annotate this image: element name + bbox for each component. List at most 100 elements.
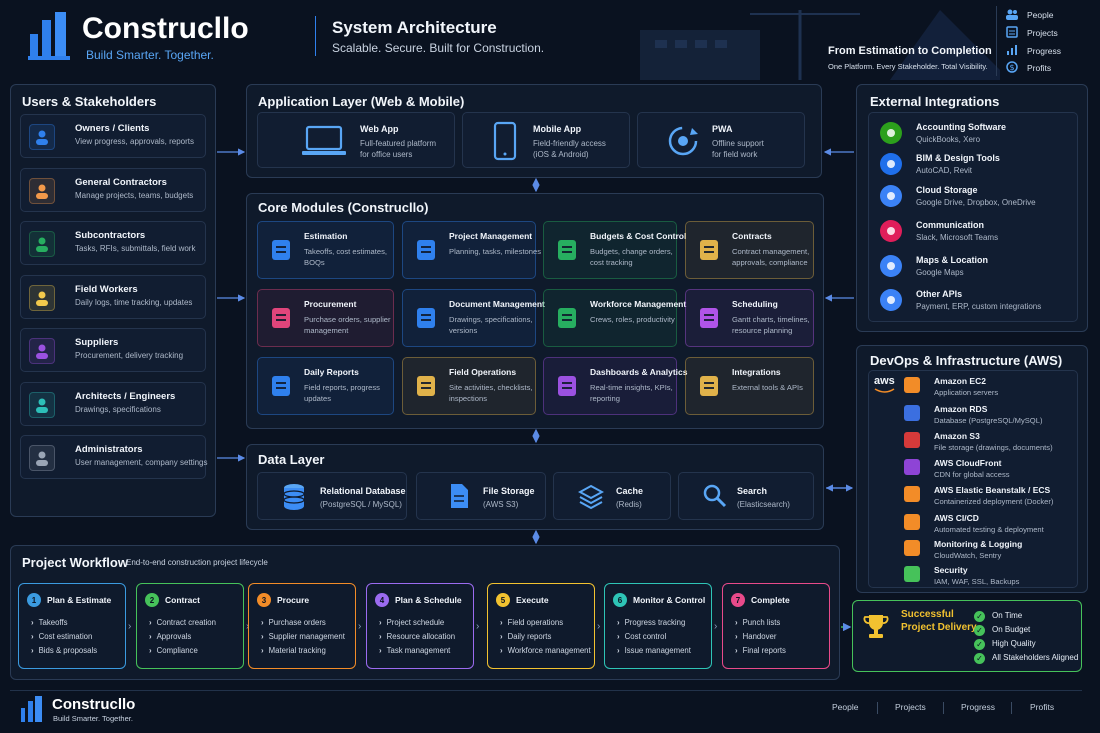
module-title: Contracts [732,231,772,241]
aws-service-title: Monitoring & Logging [934,539,1023,549]
stakeholder-sub: Manage projects, teams, budgets [75,190,194,200]
module-sub: Crews, roles, productivity [590,315,675,324]
aws-service-sub: IAM, WAF, SSL, Backups [934,577,1020,586]
step-title: Monitor & Control [633,595,706,605]
footer-link-profits[interactable]: Profits [1030,702,1055,712]
stakeholder-sub: Tasks, RFIs, submittals, field work [75,244,196,253]
delivery-truck-icon [29,338,55,364]
workflow-step-procure[interactable]: 3ProcurePurchase ordersSupplier manageme… [248,583,356,669]
aws-service-title: Security [934,565,968,575]
aws-logo-text: aws [874,375,895,387]
cache-sub: (Redis) [616,500,642,509]
step-number: 6 [613,593,627,607]
workflow-step-complete[interactable]: 7CompletePunch listsHandoverFinal report… [722,583,830,669]
security-shield-icon [904,566,920,582]
integration-sub: Google Maps [916,268,964,277]
footer-link-projects[interactable]: Projects [895,702,926,712]
workflow-arrow-icon: › [597,621,601,632]
web-app-card[interactable]: Web App Full-featured platform for offic… [257,112,455,168]
search-sub: (Elasticsearch) [737,500,790,509]
map-pin-icon [880,255,902,277]
relational-database-card[interactable]: Relational Database (PostgreSQL / MySQL) [257,472,407,520]
step-item: Cost estimation [31,632,93,641]
relational-database-title: Relational Database [320,486,406,496]
footer-link-progress[interactable]: Progress [961,702,996,712]
step-item: Project schedule [379,618,445,627]
step-item: Progress tracking [617,618,686,627]
legend-projects: Projects [1027,28,1058,38]
module-title: Estimation [304,231,348,241]
workflow-step-contract[interactable]: 2ContractContract creationApprovalsCompl… [136,583,244,669]
footer-divider [10,690,1082,691]
map-pin-icon [413,373,439,399]
footer-brand-name: Construcllo [52,696,136,713]
file-storage-card[interactable]: File Storage (AWS S3) [416,472,546,520]
footer-link-people[interactable]: People [832,702,859,712]
step-item: Handover [735,632,777,641]
worker-icon [29,284,55,311]
projects-icon [1006,26,1018,38]
mobile-app-sub2: (iOS & Android) [533,150,589,159]
calendar-icon [696,305,722,331]
layers-icon [578,484,604,510]
footer-sep [1011,702,1012,714]
cache-title: Cache [616,486,644,496]
search-card[interactable]: Search (Elasticsearch) [678,472,814,520]
pwa-sub1: Offline support [712,139,764,148]
mobile-app-card[interactable]: Mobile App Field-friendly access (iOS & … [462,112,630,168]
trophy-icon [863,615,889,638]
laptop-icon [302,125,346,155]
integration-title: Communication [916,220,985,230]
module-sub: Planning, tasks, milestones [449,247,542,256]
cache-card[interactable]: Cache (Redis) [553,472,671,520]
aws-service-sub: Application servers [934,388,999,397]
stakeholder-sub: Drawings, specifications [75,404,161,414]
external-integrations-list [868,112,1078,322]
workflow-step-execute[interactable]: 5ExecuteField operationsDaily reportsWor… [487,583,595,669]
devops-title: DevOps & Infrastructure (AWS) [870,353,1063,368]
step-number: 7 [731,593,745,607]
legend-profits: Profits [1027,63,1052,73]
workflow-arrow-icon: › [714,621,718,632]
header-skyline-illustration [640,10,1000,80]
core-modules-title: Core Modules (Construcllo) [258,200,429,215]
step-item: Contract creation [149,618,216,627]
pwa-card[interactable]: PWA Offline support for field work [637,112,805,168]
